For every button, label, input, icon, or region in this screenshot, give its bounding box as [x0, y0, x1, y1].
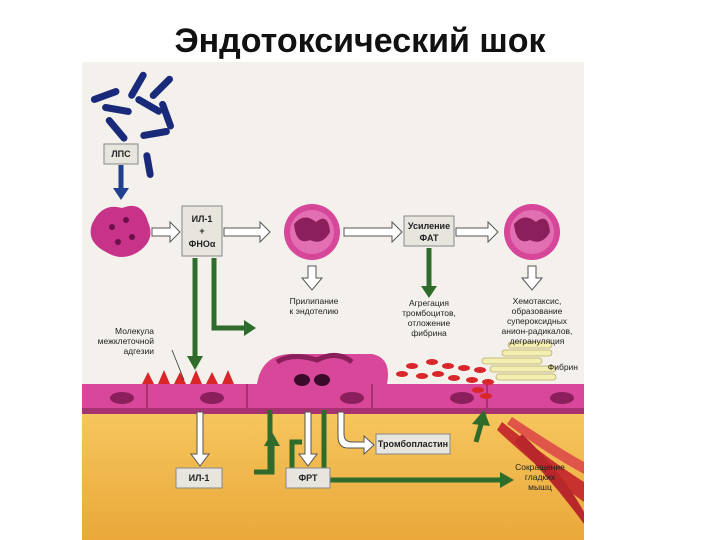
svg-text:ИЛ-1: ИЛ-1 — [189, 473, 210, 483]
arrow-head-aggregation — [421, 286, 437, 298]
il1-fnoa-box: ИЛ-1 + ФНОα — [181, 205, 223, 257]
platelet-aggregate — [396, 359, 494, 399]
endothelium — [82, 384, 584, 414]
arrow-head-adhesion-molecule — [187, 356, 203, 370]
il1-bottom-box: ИЛ-1 — [175, 467, 223, 489]
svg-text:Тромбопластин: Тромбопластин — [378, 439, 448, 449]
down-arrow-chemotaxis — [520, 265, 544, 291]
svg-text:образование: образование — [512, 306, 563, 316]
arrow-to-neutrophil — [223, 220, 271, 244]
pat-box: Усиление ФАТ — [403, 215, 455, 247]
lps-label: ЛПС — [111, 149, 131, 159]
label-fibrin: Фибрин — [548, 362, 579, 372]
arrow-to-il1 — [151, 220, 181, 244]
svg-text:отложение: отложение — [408, 318, 451, 328]
label-adhesion-molecule: Молекула межклеточной адгезии — [98, 326, 155, 356]
neutrophil-2 — [504, 204, 560, 260]
svg-text:+: + — [199, 226, 204, 236]
arrow-to-neutrophil-2 — [455, 220, 499, 244]
svg-text:Молекула: Молекула — [115, 326, 154, 336]
macrophage — [90, 205, 151, 257]
arrow-head-il1-right — [244, 320, 256, 336]
arrow-head-il1-up — [264, 432, 280, 446]
svg-text:анион-радикалов,: анион-радикалов, — [502, 326, 573, 336]
svg-text:Прилипание: Прилипание — [290, 296, 339, 306]
svg-text:супероксидных: супероксидных — [507, 316, 568, 326]
down-arrow-il1 — [190, 411, 210, 467]
slide-title: Эндотоксический шок — [174, 22, 546, 60]
svg-text:фибрина: фибрина — [411, 328, 447, 338]
svg-text:мышц: мышц — [528, 482, 552, 492]
fibrin-strands — [481, 341, 557, 381]
svg-text:гладких: гладких — [525, 472, 556, 482]
svg-text:тромбоцитов,: тромбоцитов, — [402, 308, 456, 318]
molecule-pointer — [171, 349, 185, 381]
frt-box: ФРТ — [285, 467, 331, 489]
svg-text:к эндотелию: к эндотелию — [290, 306, 340, 316]
bacteria — [90, 71, 174, 178]
svg-text:Усиление: Усиление — [408, 221, 450, 231]
lps-box: ЛПС — [103, 143, 139, 165]
svg-text:ИЛ-1: ИЛ-1 — [192, 214, 213, 224]
svg-text:Сокращение: Сокращение — [515, 462, 565, 472]
adhered-neutrophil — [257, 353, 388, 386]
arrow-head-thromboplastin — [472, 410, 490, 426]
down-arrow-frt — [298, 411, 318, 467]
svg-text:адгезии: адгезии — [123, 346, 154, 356]
arrow-to-pat — [343, 220, 403, 244]
label-adhesion: Прилипание к эндотелию — [290, 296, 340, 316]
svg-text:ФНОα: ФНОα — [189, 239, 216, 249]
smooth-muscle — [497, 417, 584, 524]
svg-text:ФАТ: ФАТ — [419, 233, 439, 243]
label-contraction: Сокращение гладких мышц — [515, 462, 565, 492]
neutrophil-1 — [284, 204, 340, 260]
label-chemotaxis: Хемотаксис, образование супероксидных ан… — [502, 296, 573, 346]
svg-text:межклеточной: межклеточной — [98, 336, 155, 346]
svg-text:ФРТ: ФРТ — [298, 473, 318, 483]
arrow-to-thromboplastin — [337, 411, 375, 456]
down-arrow-adhesion — [300, 265, 324, 291]
svg-text:дегрануляция: дегрануляция — [510, 336, 565, 346]
thromboplastin-box: Тромбопластин — [375, 433, 451, 455]
svg-text:Хемотаксис,: Хемотаксис, — [513, 296, 562, 306]
arrow-head-contraction — [500, 472, 514, 488]
label-aggregation: Агрегация тромбоцитов, отложение фибрина — [402, 298, 456, 338]
svg-text:Агрегация: Агрегация — [409, 298, 449, 308]
endotoxic-shock-diagram: ЛПС ИЛ-1 + ФНОα Усиление ФАТ — [82, 71, 584, 540]
adhesion-molecules — [142, 370, 234, 384]
